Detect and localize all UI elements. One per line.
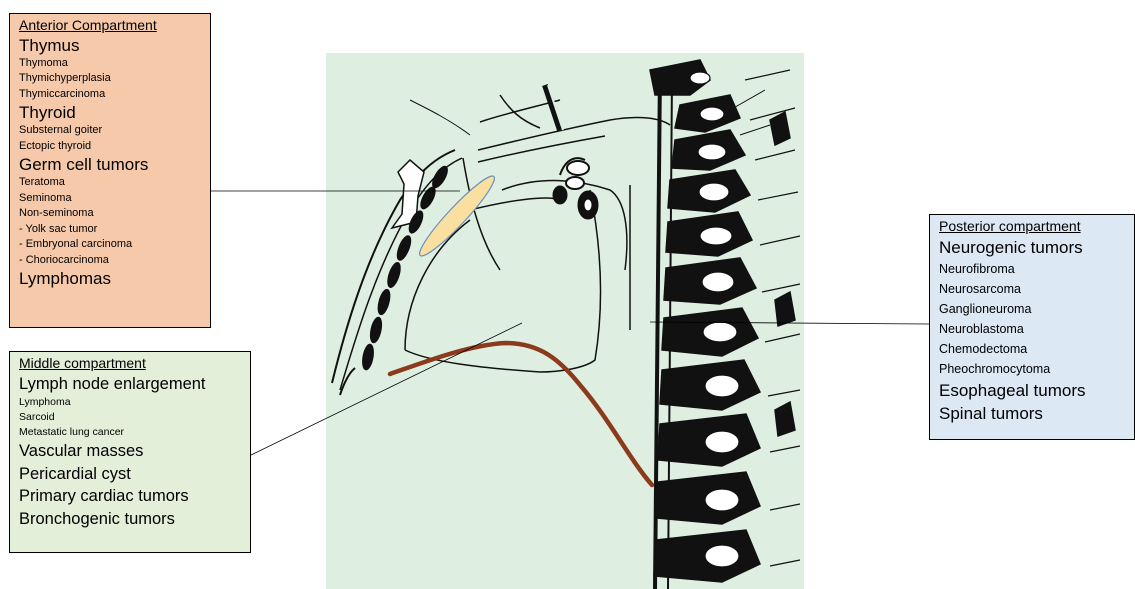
list-heading: Spinal tumors bbox=[939, 402, 1128, 425]
anterior-compartment-title: Anterior Compartment bbox=[19, 17, 204, 34]
list-heading: Esophageal tumors bbox=[939, 379, 1128, 402]
list-item: Thymichyperplasia bbox=[19, 71, 204, 87]
middle-compartment-title: Middle compartment bbox=[19, 355, 244, 372]
list-item: Substernal goiter bbox=[19, 123, 204, 139]
list-item: - Yolk sac tumor bbox=[19, 222, 204, 238]
list-heading: Neurogenic tumors bbox=[939, 236, 1128, 259]
list-item: Chemodectoma bbox=[939, 339, 1128, 359]
list-heading: Bronchogenic tumors bbox=[19, 508, 244, 531]
list-heading: Pericardial cyst bbox=[19, 463, 244, 486]
list-item: Thymiccarcinoma bbox=[19, 87, 204, 103]
posterior-compartment-title: Posterior compartment bbox=[939, 218, 1128, 235]
list-item: Seminoma bbox=[19, 191, 204, 207]
list-item: Pheochromocytoma bbox=[939, 359, 1128, 379]
list-heading: Germ cell tumors bbox=[19, 154, 204, 175]
list-heading: Vascular masses bbox=[19, 440, 244, 463]
list-item: Neurofibroma bbox=[939, 259, 1128, 279]
list-item: Neurosarcoma bbox=[939, 279, 1128, 299]
list-item: - Embryonal carcinoma bbox=[19, 237, 204, 253]
list-item: Thymoma bbox=[19, 56, 204, 72]
list-heading: Lymph node enlargement bbox=[19, 373, 244, 396]
middle-compartment-box: Middle compartment Lymph node enlargemen… bbox=[9, 351, 251, 553]
list-heading: Lymphomas bbox=[19, 268, 204, 289]
list-item: Non-seminoma bbox=[19, 206, 204, 222]
list-heading: Thyroid bbox=[19, 102, 204, 123]
list-item: Ganglioneuroma bbox=[939, 299, 1128, 319]
list-item: Metastatic lung cancer bbox=[19, 425, 244, 440]
list-item: Teratoma bbox=[19, 175, 204, 191]
list-heading: Primary cardiac tumors bbox=[19, 485, 244, 508]
list-heading: Thymus bbox=[19, 35, 204, 56]
list-item: Lymphoma bbox=[19, 395, 244, 410]
list-item: Ectopic thyroid bbox=[19, 139, 204, 155]
list-item: Sarcoid bbox=[19, 410, 244, 425]
list-item: - Choriocarcinoma bbox=[19, 253, 204, 269]
list-item: Neuroblastoma bbox=[939, 319, 1128, 339]
